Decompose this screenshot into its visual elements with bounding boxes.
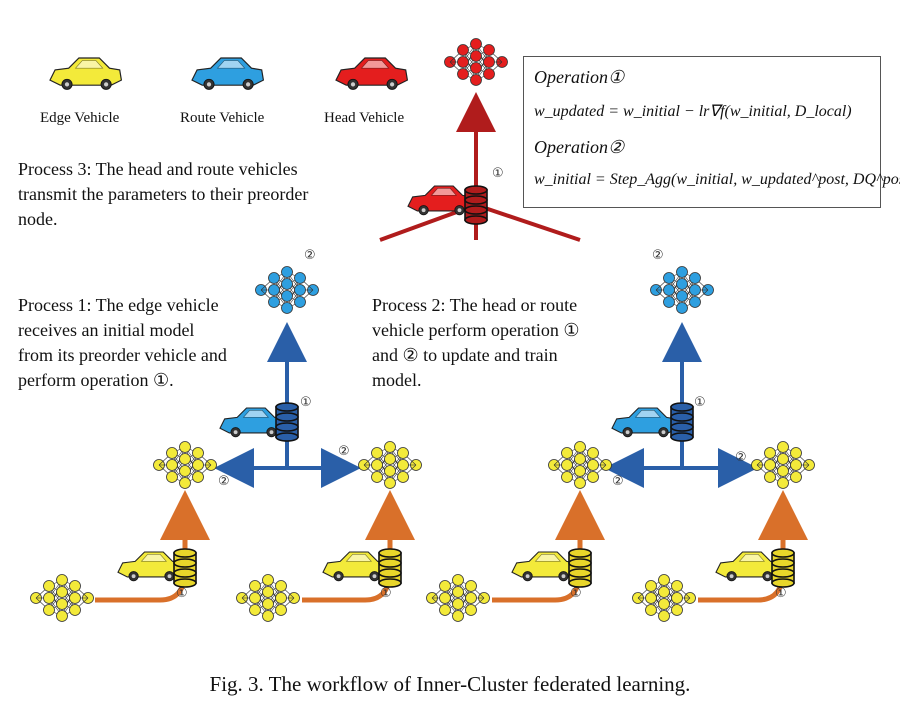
edge-2-database-icon <box>378 548 402 588</box>
edge-2-vehicle-icon <box>322 551 390 582</box>
legend-head-vehicle-icon <box>335 57 409 90</box>
marker-1-route-left: ① <box>300 395 312 410</box>
vehicles <box>49 57 783 582</box>
edge-1-neural-network-icon <box>153 441 217 489</box>
legend-route-label: Route Vehicle <box>180 110 265 126</box>
marker-2-right-arrow-right: ② <box>735 450 747 465</box>
process-1-text: Process 1: The edge vehicle receives an … <box>18 295 227 390</box>
figure-caption: Fig. 3. The workflow of Inner-Cluster fe… <box>209 672 691 696</box>
process-3-text: Process 3: The head and route vehicles t… <box>18 159 309 229</box>
edge-1-preorder-neural-network-icon <box>30 574 94 622</box>
process-2-text: Process 2: The head or route vehicle per… <box>372 295 580 390</box>
legend-edge-label: Edge Vehicle <box>40 110 120 126</box>
route-left-vehicle-icon <box>219 407 287 438</box>
route-left-database-icon <box>275 402 299 442</box>
route-arrows-left <box>214 322 361 488</box>
route-left-neural-network-icon <box>255 266 319 314</box>
edge-2-neural-network-icon <box>358 441 422 489</box>
route-arrows-right <box>604 322 758 488</box>
legend-edge-vehicle-icon <box>49 57 123 90</box>
edge-4-database-icon <box>771 548 795 588</box>
edge-1-database-icon <box>173 548 197 588</box>
route-right-neural-network-icon <box>650 266 714 314</box>
marker-1-edge-4: ① <box>775 586 787 601</box>
route-right-database-icon <box>670 402 694 442</box>
marker-1-edge-1: ① <box>176 586 188 601</box>
head-database-icon <box>464 185 488 225</box>
edge-3-neural-network-icon <box>548 441 612 489</box>
marker-2-left-arrow-left: ② <box>218 474 230 489</box>
marker-2-route-right: ② <box>652 248 664 263</box>
marker-1-head: ① <box>492 166 504 181</box>
marker-2-left-arrow-right: ② <box>612 474 624 489</box>
edge-3-vehicle-icon <box>511 551 579 582</box>
edge-4-vehicle-icon <box>715 551 783 582</box>
edge-4-neural-network-icon <box>751 441 815 489</box>
edge-3-database-icon <box>568 548 592 588</box>
neural-networks <box>30 38 815 622</box>
operation-1-formula: w_updated = w_initial − lr∇f(w_initial, … <box>534 103 852 120</box>
marker-2-right-arrow-left: ② <box>338 444 350 459</box>
edge-3-preorder-neural-network-icon <box>426 574 490 622</box>
operations-box: Operation① w_updated = w_initial − lr∇f(… <box>523 56 900 208</box>
head-neural-network-icon <box>444 38 508 86</box>
edge-1-vehicle-icon <box>117 551 185 582</box>
operation-1-title: Operation① <box>534 67 625 87</box>
marker-1-edge-3: ① <box>570 586 582 601</box>
marker-2-route-left: ② <box>304 248 316 263</box>
route-right-vehicle-icon <box>611 407 679 438</box>
legend-route-vehicle-icon <box>191 57 265 90</box>
operation-2-title: Operation② <box>534 137 625 157</box>
marker-1-route-right: ① <box>694 395 706 410</box>
operation-2-formula: w_initial = Step_Agg(w_initial, w_update… <box>534 171 900 188</box>
legend-head-label: Head Vehicle <box>324 110 405 126</box>
edge-2-preorder-neural-network-icon <box>236 574 300 622</box>
marker-1-edge-2: ① <box>380 586 392 601</box>
edge-4-preorder-neural-network-icon <box>632 574 696 622</box>
head-vehicle-icon <box>407 185 475 216</box>
databases <box>173 185 795 588</box>
